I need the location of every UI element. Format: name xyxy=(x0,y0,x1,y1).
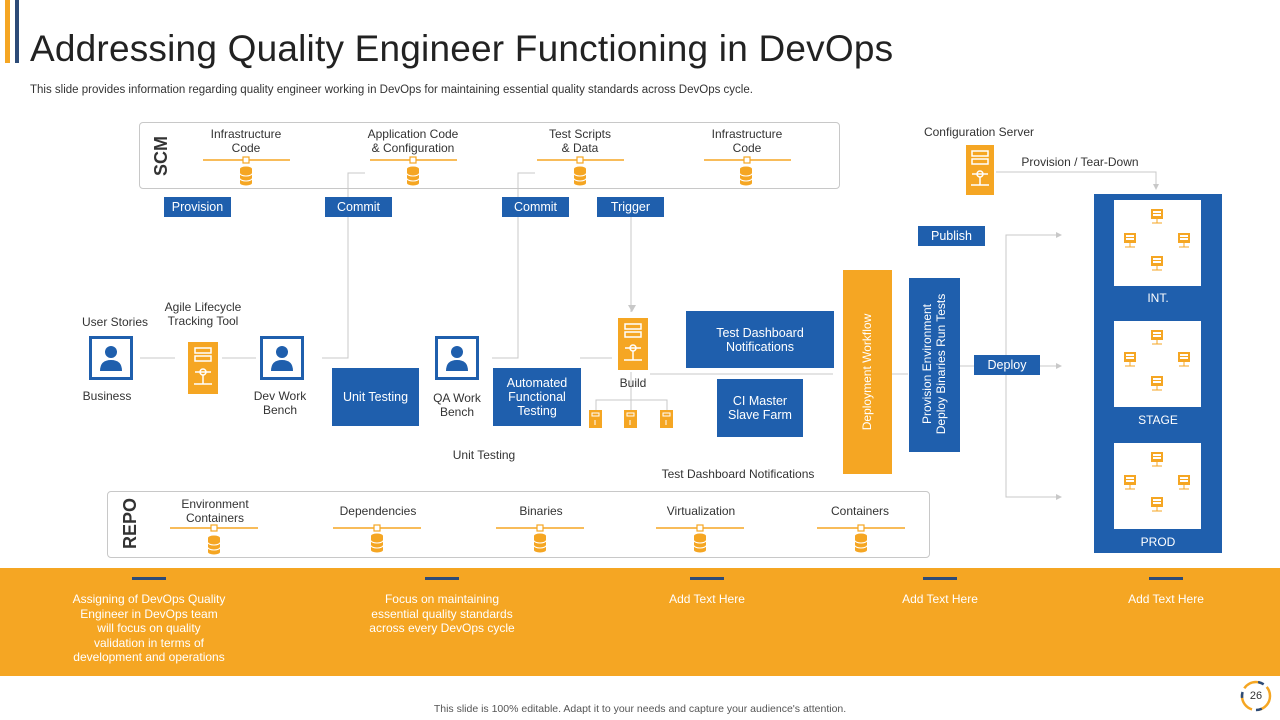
build-label: Build xyxy=(619,376,647,390)
trigger-tag: Trigger xyxy=(597,197,664,217)
publish-tag: Publish xyxy=(918,226,985,246)
band-text: Assigning of DevOps Quality Engineer in … xyxy=(72,592,226,664)
business-label: Business xyxy=(82,389,132,403)
page-subtitle: This slide provides information regardin… xyxy=(30,84,753,96)
band-text: Add Text Here xyxy=(669,592,745,606)
deployment-workflow-bar xyxy=(843,270,892,474)
qa-person-icon xyxy=(435,336,479,380)
scm-item-label: Infrastructure Code xyxy=(711,127,783,155)
env-label-stage: STAGE xyxy=(1138,413,1178,427)
business-person-icon xyxy=(89,336,133,380)
config-server-icon xyxy=(966,145,994,195)
user-stories-label: User Stories xyxy=(81,315,149,329)
provision-tag: Provision xyxy=(164,197,231,217)
qa-work-bench-label: QA Work Bench xyxy=(433,391,481,419)
dev-work-bench-label: Dev Work Bench xyxy=(253,389,307,417)
band-tab xyxy=(1149,577,1183,580)
repo-item-label: Containers xyxy=(830,504,890,518)
server-icon xyxy=(188,342,218,394)
accent-bar-gold xyxy=(5,0,10,63)
repo-item-label: Virtualization xyxy=(666,504,736,518)
band-tab xyxy=(923,577,957,580)
automated-testing-box: Automated Functional Testing xyxy=(493,368,581,426)
env-label-int: INT. xyxy=(1147,291,1169,305)
test-dashboard-label: Test Dashboard Notifications xyxy=(661,467,815,481)
repo-item-label: Dependencies xyxy=(339,504,417,518)
footer-note: This slide is 100% editable. Adapt it to… xyxy=(433,703,847,715)
accent-bar-navy xyxy=(15,0,19,63)
scm-item-label: Application Code & Configuration xyxy=(367,127,459,155)
provision-env-box xyxy=(909,278,960,452)
test-dashboard-box: Test Dashboard Notifications xyxy=(686,311,834,368)
configuration-server-label: Configuration Server xyxy=(923,125,1035,139)
band-tab xyxy=(132,577,166,580)
unit-testing-label: Unit Testing xyxy=(452,448,516,462)
commit-tag: Commit xyxy=(502,197,569,217)
band-tab xyxy=(425,577,459,580)
scm-item-label: Infrastructure Code xyxy=(210,127,282,155)
band-text: Focus on maintaining essential quality s… xyxy=(369,592,515,635)
band-tab xyxy=(690,577,724,580)
page-title: Addressing Quality Engineer Functioning … xyxy=(30,28,894,69)
scm-item-label: Test Scripts & Data xyxy=(548,127,611,155)
deploy-tag: Deploy xyxy=(974,355,1040,375)
repo-item-label: Environment Containers xyxy=(181,497,249,525)
provision-teardown-label: Provision / Tear-Down xyxy=(1021,155,1139,169)
dev-person-icon xyxy=(260,336,304,380)
scm-panel xyxy=(139,122,840,189)
build-server-icon xyxy=(618,318,648,370)
repo-panel xyxy=(107,491,930,558)
agile-tool-label: Agile Lifecycle Tracking Tool xyxy=(164,300,242,328)
env-label-prod: PROD xyxy=(1140,535,1176,549)
repo-item-label: Binaries xyxy=(519,504,563,518)
commit-tag: Commit xyxy=(325,197,392,217)
band-text: Add Text Here xyxy=(1128,592,1204,606)
ci-master-box: CI Master Slave Farm xyxy=(717,379,803,437)
bottom-band xyxy=(0,568,1280,676)
page-number: 26 xyxy=(1249,690,1263,702)
unit-testing-box: Unit Testing xyxy=(332,368,419,426)
band-text: Add Text Here xyxy=(902,592,978,606)
